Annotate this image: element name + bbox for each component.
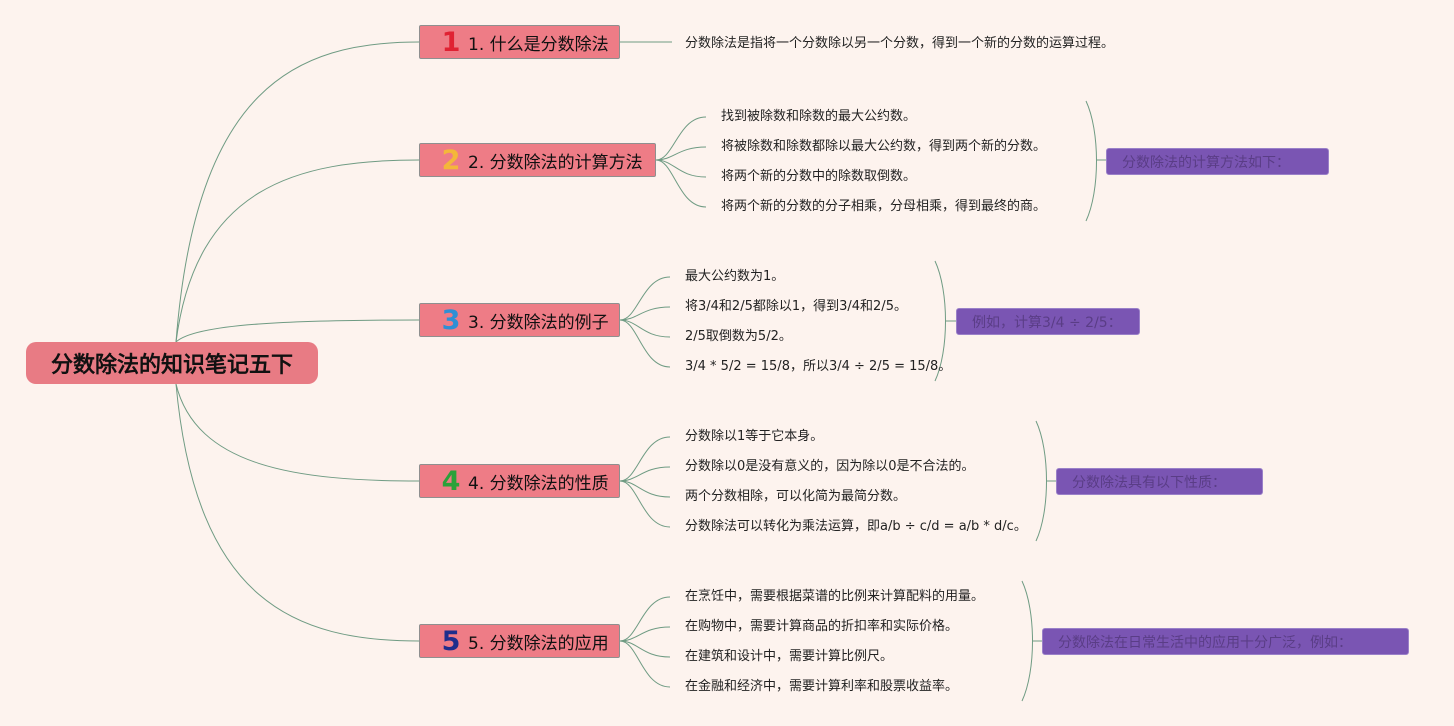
number-5-icon: 5 [441, 625, 461, 657]
topic-label: 3. 分数除法的例子 [468, 312, 609, 333]
connector-line [175, 319, 420, 343]
number-1-icon: 1 [441, 26, 461, 58]
connector-line [619, 596, 671, 642]
connector-line [619, 626, 671, 642]
leaf-item[interactable]: 找到被除数和除数的最大公约数。 [721, 109, 917, 124]
leaf-item[interactable]: 在烹饪中，需要根据菜谱的比例来计算配料的用量。 [685, 589, 985, 604]
connector-line [1085, 100, 1097, 222]
connector-line [655, 159, 707, 208]
number-4-icon: 4 [441, 465, 461, 497]
topic-node-4[interactable]: 4 4. 分数除法的性质 [419, 464, 620, 498]
connector-line [175, 41, 420, 343]
summary-node[interactable]: 分数除法在日常生活中的应用十分广泛，例如： [1042, 628, 1409, 655]
leaf-item[interactable]: 将3/4和2/5都除以1，得到3/4和2/5。 [685, 299, 907, 314]
connector-line [619, 276, 671, 321]
root-node[interactable]: 分数除法的知识笔记五下 [26, 342, 318, 384]
connector-line [619, 640, 671, 688]
connector-line [619, 480, 671, 528]
connector-line [655, 146, 707, 161]
connector-line [1021, 580, 1033, 702]
leaf-item[interactable]: 分数除以0是没有意义的，因为除以0是不合法的。 [685, 459, 975, 474]
connector-line [619, 466, 671, 482]
leaf-item[interactable]: 将两个新的分数中的除数取倒数。 [721, 169, 917, 184]
number-2-icon: 2 [441, 144, 461, 176]
leaf-item[interactable]: 3/4 * 5/2 = 15/8，所以3/4 ÷ 2/5 = 15/8。 [685, 359, 952, 374]
root-title: 分数除法的知识笔记五下 [50, 353, 293, 378]
topic-label: 1. 什么是分数除法 [468, 34, 609, 55]
topic-node-3[interactable]: 3 3. 分数除法的例子 [419, 303, 620, 337]
connector-line [655, 116, 707, 161]
leaf-item[interactable]: 在金融和经济中，需要计算利率和股票收益率。 [685, 679, 959, 694]
topic-node-5[interactable]: 5 5. 分数除法的应用 [419, 624, 620, 658]
summary-node[interactable]: 分数除法的计算方法如下： [1106, 148, 1329, 175]
connector-line [175, 383, 420, 482]
leaf-item[interactable]: 两个分数相除，可以化简为最简分数。 [685, 489, 907, 504]
leaf-item[interactable]: 在购物中，需要计算商品的折扣率和实际价格。 [685, 619, 959, 634]
leaf-item[interactable]: 将两个新的分数的分子相乘，分母相乘，得到最终的商。 [721, 199, 1047, 214]
topic-label: 2. 分数除法的计算方法 [468, 152, 643, 173]
connector-line [619, 306, 671, 321]
connector-line [619, 436, 671, 482]
leaf-item[interactable]: 在建筑和设计中，需要计算比例尺。 [685, 649, 894, 664]
connector-line [934, 260, 946, 382]
leaf-item[interactable]: 分数除法是指将一个分数除以另一个分数，得到一个新的分数的运算过程。 [685, 36, 1115, 51]
topic-label: 4. 分数除法的性质 [468, 473, 609, 494]
leaf-item[interactable]: 将被除数和除数都除以最大公约数，得到两个新的分数。 [721, 139, 1047, 154]
leaf-item[interactable]: 2/5取倒数为5/2。 [685, 329, 792, 344]
connector-line [175, 159, 420, 343]
number-3-icon: 3 [441, 304, 461, 336]
connector-line [619, 319, 671, 368]
connector-line [175, 383, 420, 642]
summary-node[interactable]: 例如，计算3/4 ÷ 2/5： [956, 308, 1140, 335]
leaf-item[interactable]: 分数除以1等于它本身。 [685, 429, 824, 444]
topic-label: 5. 分数除法的应用 [468, 633, 609, 654]
topic-node-1[interactable]: 1 1. 什么是分数除法 [419, 25, 620, 59]
leaf-item[interactable]: 最大公约数为1。 [685, 269, 785, 284]
summary-node[interactable]: 分数除法具有以下性质： [1056, 468, 1263, 495]
connector-line [1035, 420, 1047, 542]
topic-node-2[interactable]: 2 2. 分数除法的计算方法 [419, 143, 656, 177]
leaf-item[interactable]: 分数除法可以转化为乘法运算，即a/b ÷ c/d = a/b * d/c。 [685, 519, 1027, 534]
